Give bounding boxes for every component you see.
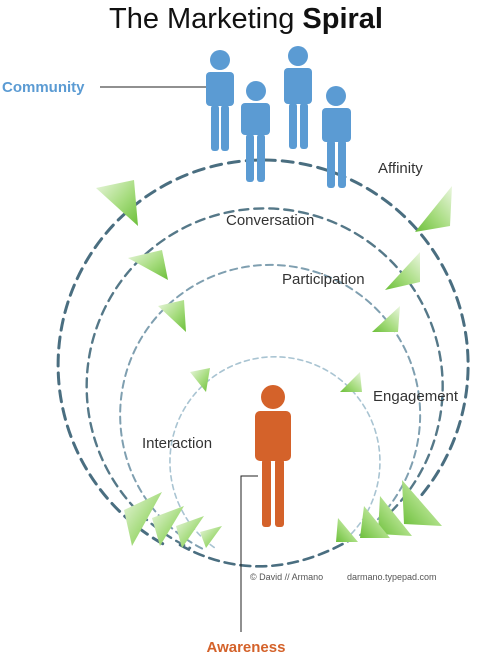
spiral-arrow-icon <box>152 506 184 546</box>
person-icon <box>284 46 312 149</box>
community-people-icon <box>206 46 351 188</box>
spiral-arrow-icon <box>378 496 412 536</box>
title-bold: Spiral <box>302 3 383 35</box>
title-regular: The Marketing <box>109 3 302 35</box>
spiral-rings <box>56 158 470 568</box>
person-icon <box>322 86 351 188</box>
spiral-arrow-icon <box>360 506 390 538</box>
spiral-arrow-icon <box>402 480 442 526</box>
spiral-arrow-icon <box>415 186 452 232</box>
label-participation: Participation <box>282 271 365 288</box>
spiral-ring-inner <box>169 356 381 549</box>
label-awareness: Awareness <box>207 639 286 656</box>
spiral-arrow-icon <box>336 518 358 542</box>
label-engagement: Engagement <box>373 388 459 405</box>
awareness-person-icon <box>255 385 291 527</box>
spiral-ring-third <box>119 263 422 551</box>
awareness-connector-line <box>240 475 258 632</box>
spiral-arrow-icon <box>190 368 210 392</box>
diagram-title: The Marketing Spiral <box>109 3 383 35</box>
spiral-arrow-icon <box>124 492 162 546</box>
spiral-bottom-curve <box>178 538 352 568</box>
spiral-arrow-icon <box>158 300 186 332</box>
spiral-arrow-icon <box>96 180 138 226</box>
spiral-arrow-icon <box>372 306 400 332</box>
person-icon <box>206 50 234 151</box>
label-interaction: Interaction <box>142 435 212 452</box>
label-conversation: Conversation <box>226 212 314 229</box>
person-icon <box>241 81 270 182</box>
label-affinity: Affinity <box>378 160 423 177</box>
spiral-arrow-icon <box>128 250 168 280</box>
spiral-arrow-icon <box>176 516 204 548</box>
credit-site: darmano.typepad.com <box>347 572 437 582</box>
spiral-arrow-icon <box>385 252 420 290</box>
credit-author: © David // Armano <box>250 572 323 582</box>
spiral-ring-outer <box>56 158 470 547</box>
spiral-ring-second <box>85 207 444 550</box>
label-community: Community <box>2 79 85 96</box>
spiral-arrow-icon <box>340 372 362 392</box>
spiral-arrow-icon <box>200 526 222 548</box>
spiral-arrows <box>96 180 452 548</box>
